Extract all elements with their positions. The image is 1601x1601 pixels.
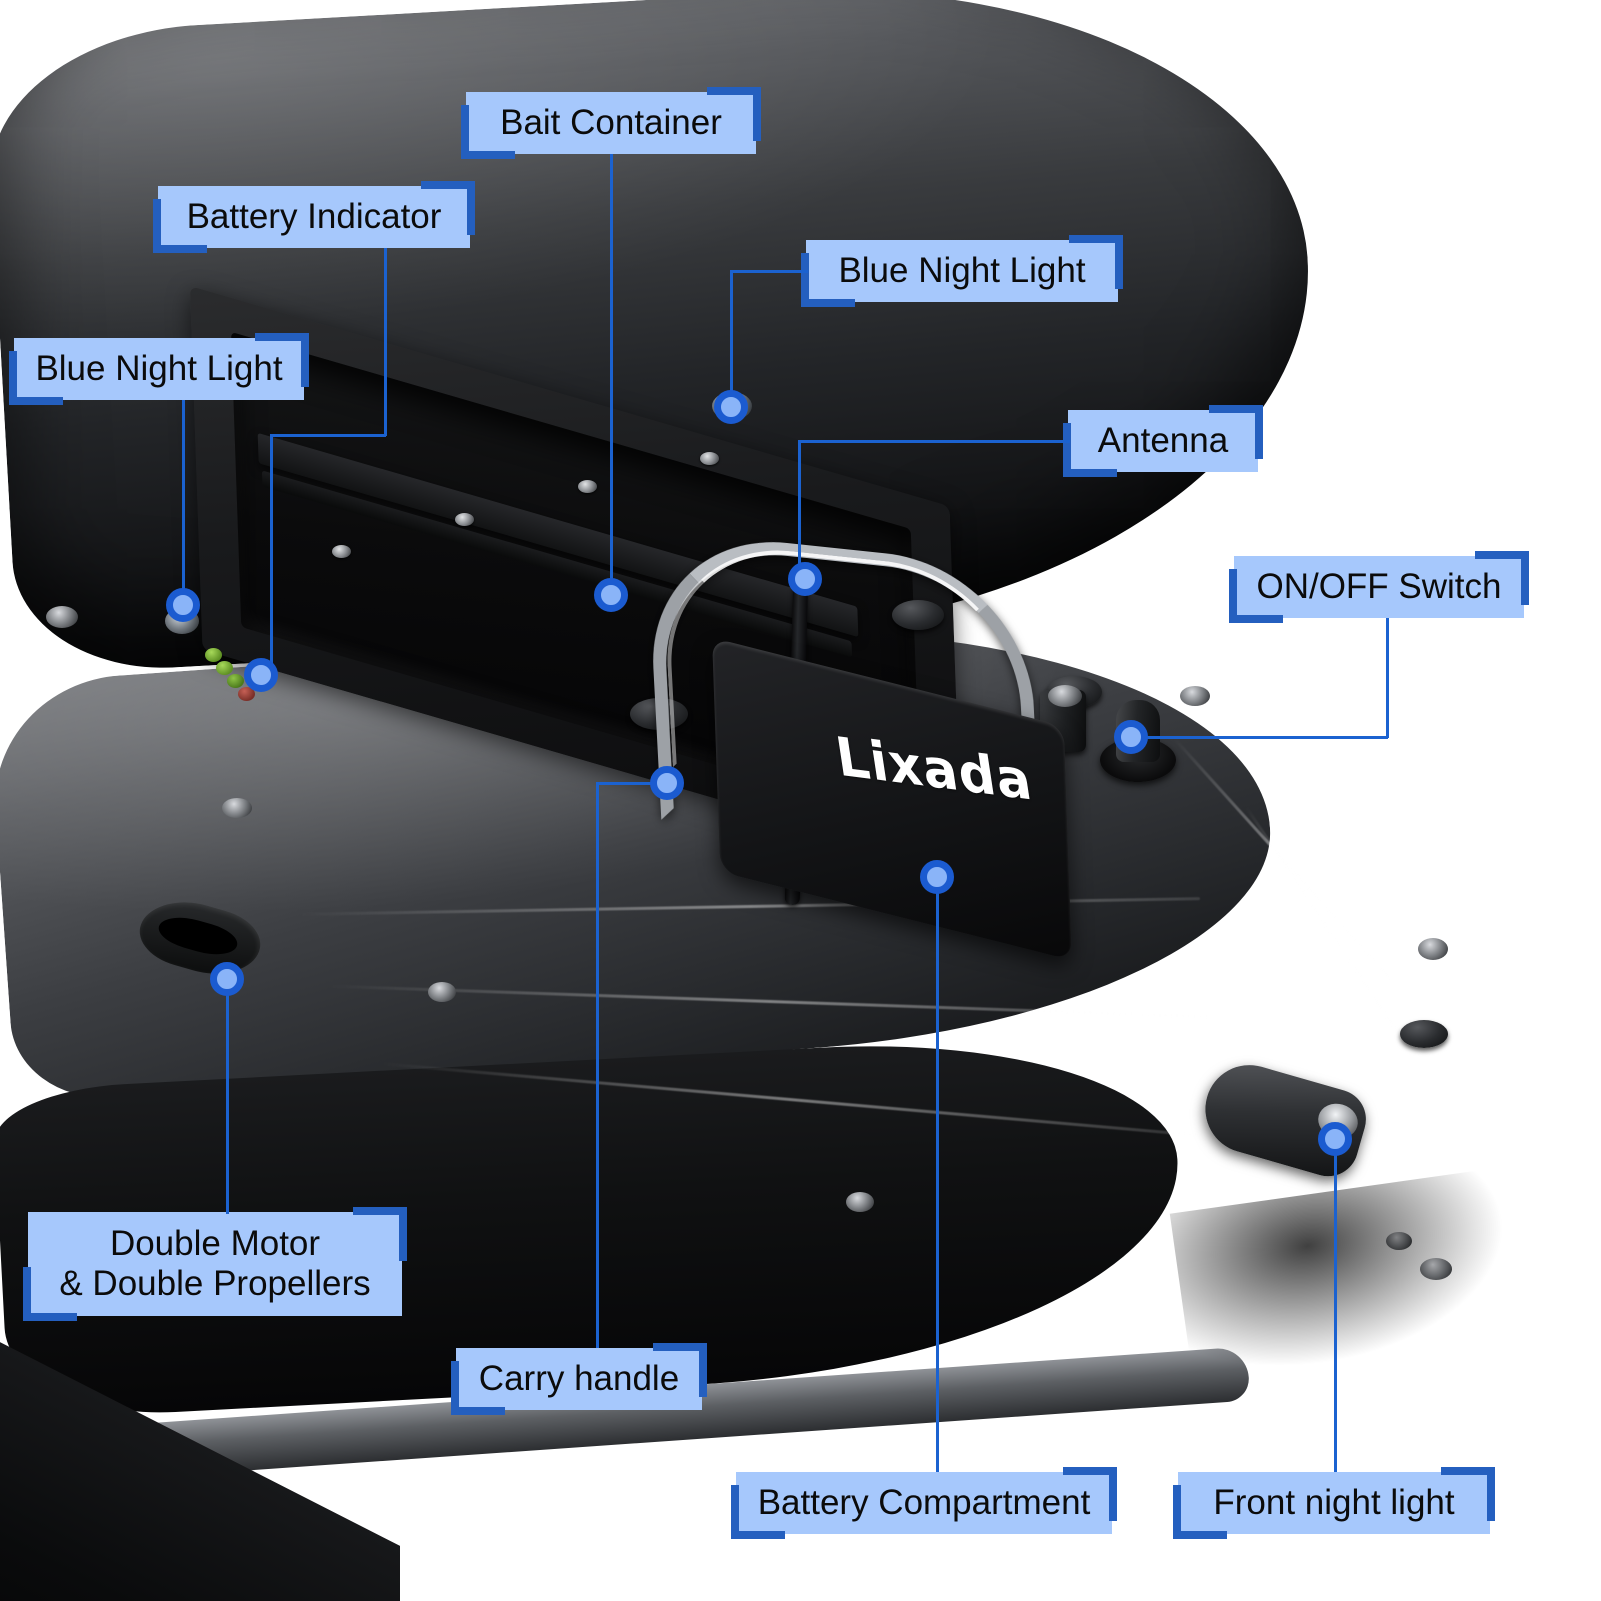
hopper-screw	[332, 545, 351, 558]
leader-blue-night-light-right-h	[730, 270, 808, 273]
label-battery-indicator[interactable]: Battery Indicator	[153, 181, 475, 253]
marker-bait-container[interactable]	[594, 578, 628, 612]
leader-front-night-light	[1334, 1148, 1337, 1472]
marker-blue-night-light-right[interactable]	[714, 390, 748, 424]
deck-knob	[892, 600, 944, 630]
label-battery-compartment[interactable]: Battery Compartment	[731, 1467, 1117, 1539]
marker-battery-indicator[interactable]	[244, 658, 278, 692]
label-blue-night-light-left[interactable]: Blue Night Light	[9, 333, 309, 405]
label-bait-container[interactable]: Bait Container	[461, 87, 761, 159]
battery-indicator-led	[227, 674, 244, 688]
leader-on-off-switch-v	[1386, 618, 1389, 738]
deck-screw	[1048, 685, 1082, 707]
battery-indicator-led	[238, 687, 255, 701]
leader-on-off-switch-h	[1146, 736, 1388, 739]
marker-battery-compartment[interactable]	[920, 860, 954, 894]
leader-battery-indicator-v	[384, 248, 387, 436]
label-front-night-light[interactable]: Front night light	[1173, 1467, 1495, 1539]
deck-knob	[630, 698, 688, 730]
label-blue-night-light-right[interactable]: Blue Night Light	[801, 235, 1123, 307]
marker-blue-night-light-left[interactable]	[166, 588, 200, 622]
leader-carry-handle-v	[596, 782, 599, 1348]
hopper-screw	[700, 452, 719, 465]
deck-screw	[428, 982, 456, 1002]
hopper-screw	[578, 480, 597, 493]
leader-battery-indicator-v2	[270, 434, 273, 670]
marker-antenna[interactable]	[788, 562, 822, 596]
leader-blue-night-light-left	[182, 400, 185, 604]
leader-antenna-v	[798, 440, 801, 580]
leader-battery-indicator-h	[270, 434, 386, 437]
deck-knob	[1400, 1020, 1448, 1048]
leader-antenna-h	[798, 440, 1070, 443]
battery-indicator-led	[205, 648, 222, 662]
marker-double-motor[interactable]	[210, 962, 244, 996]
deck-screw	[1418, 938, 1448, 960]
deck-screw	[1180, 686, 1210, 706]
leader-battery-compartment	[936, 886, 939, 1472]
marker-on-off-switch[interactable]	[1114, 720, 1148, 754]
deck-screw	[222, 798, 252, 818]
leader-carry-handle-h	[596, 782, 666, 785]
deck-screw	[46, 606, 78, 628]
leader-double-motor	[226, 978, 229, 1214]
label-double-motor[interactable]: Double Motor & Double Propellers	[23, 1207, 407, 1321]
leader-bait-container	[610, 154, 613, 594]
leader-blue-night-light-right-v	[730, 270, 733, 404]
deck-screw	[846, 1192, 874, 1212]
battery-indicator-led	[216, 661, 233, 675]
label-carry-handle[interactable]: Carry handle	[451, 1343, 707, 1415]
label-antenna[interactable]: Antenna	[1063, 405, 1263, 477]
label-on-off-switch[interactable]: ON/OFF Switch	[1229, 551, 1529, 623]
marker-carry-handle[interactable]	[650, 766, 684, 800]
marker-front-night-light[interactable]	[1318, 1122, 1352, 1156]
hopper-screw	[455, 513, 474, 526]
